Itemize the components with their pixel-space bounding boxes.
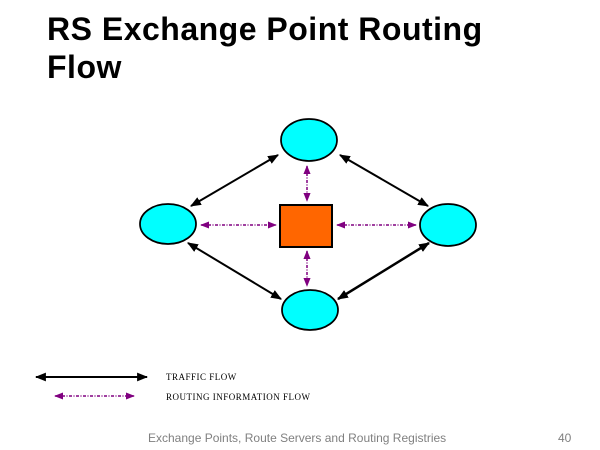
page-title-line2: Flow xyxy=(47,49,122,85)
network-node-left xyxy=(139,203,197,245)
network-node-bottom xyxy=(281,289,339,331)
page-title-line1: RS Exchange Point Routing xyxy=(47,11,483,47)
page-title: RS Exchange Point Routing Flow xyxy=(47,10,587,86)
network-node-right xyxy=(419,203,477,247)
footer-title: Exchange Points, Route Servers and Routi… xyxy=(148,431,447,445)
page-number: 40 xyxy=(558,431,572,445)
traffic-arrow-bottom-left xyxy=(187,242,282,300)
traffic-arrow-top-left xyxy=(190,154,279,207)
traffic-arrow-top-right xyxy=(339,154,429,207)
traffic-arrow-bottom-right xyxy=(337,241,430,301)
route-server-box xyxy=(279,204,333,248)
legend-label-traffic-flow: TRAFFIC FLOW xyxy=(166,372,237,382)
network-node-top xyxy=(280,118,338,162)
legend-label-routing-information-flow: ROUTING INFORMATION FLOW xyxy=(166,392,311,402)
